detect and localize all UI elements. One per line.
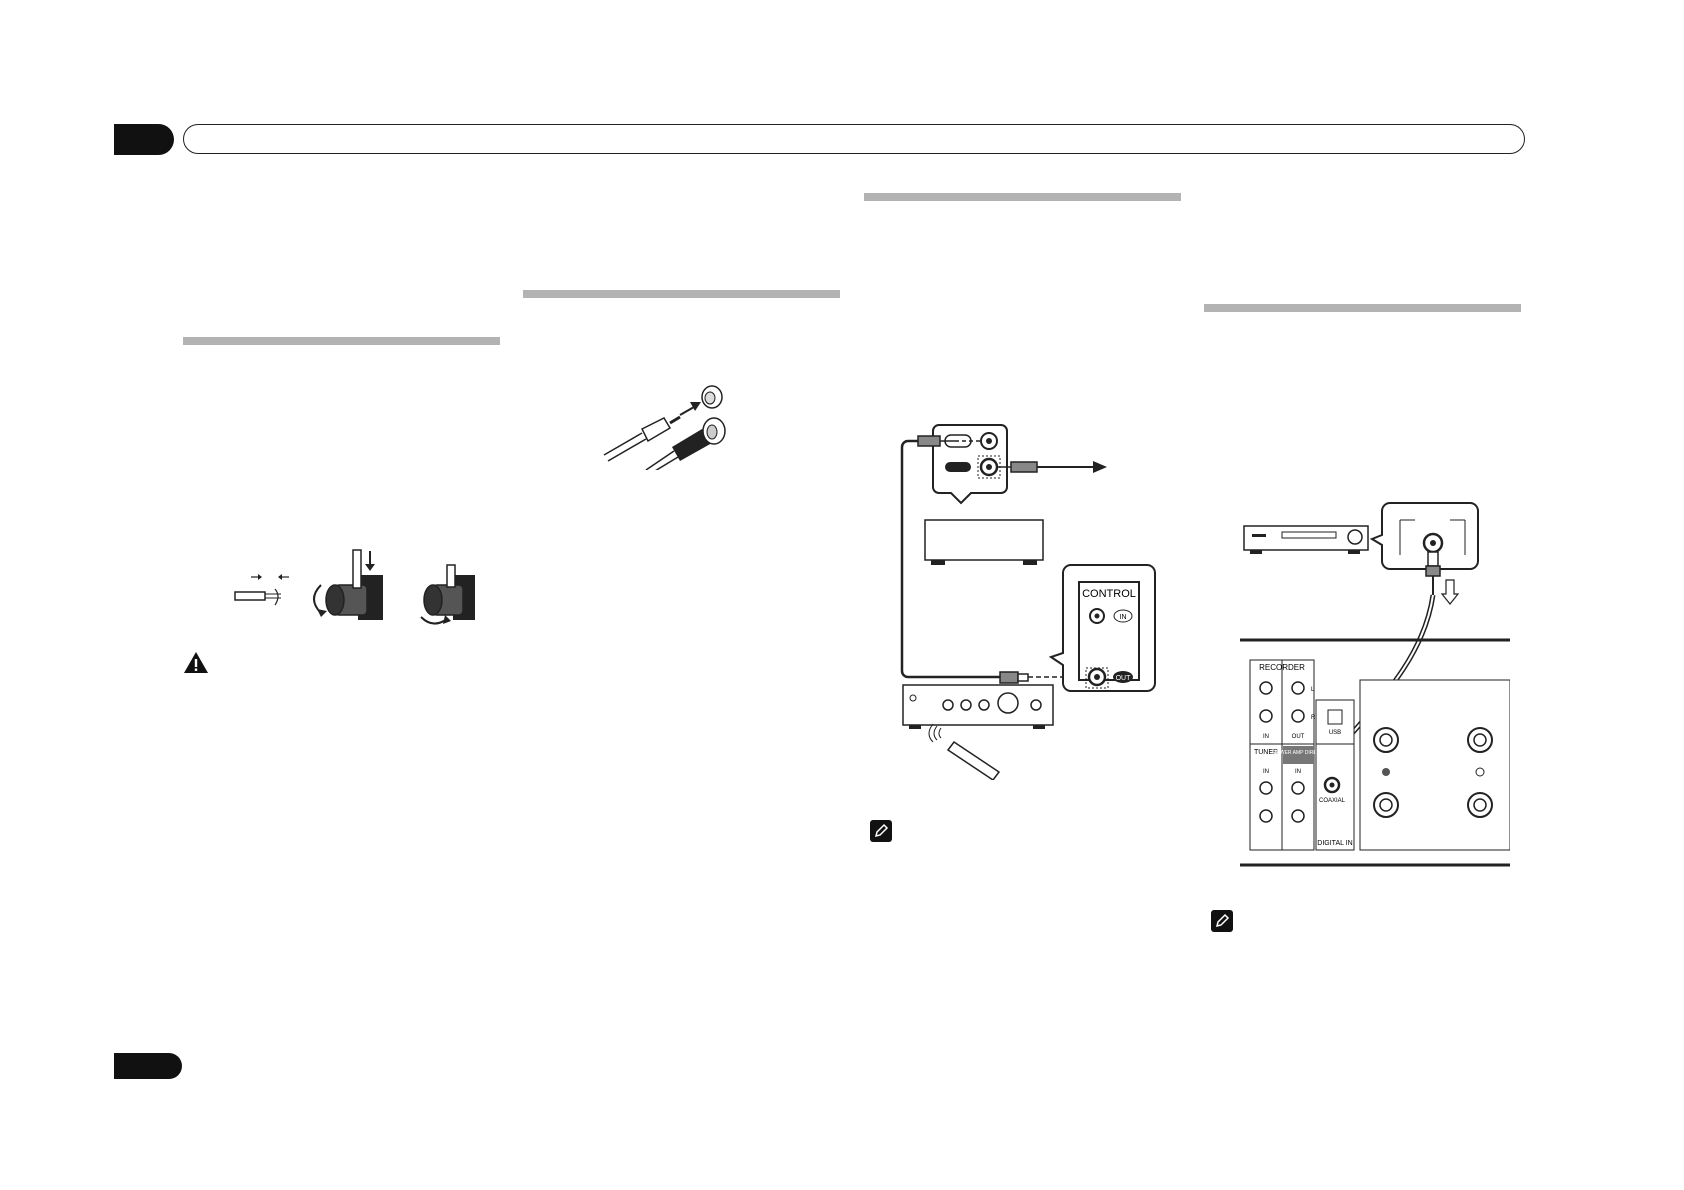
recorder-r-label: R [1311,715,1316,721]
tuner-label: TUNER [1254,749,1278,756]
speaker-terminal-figure [225,545,475,630]
tuner-in-label: IN [1263,769,1269,775]
section-rule-rca-plug [523,290,840,298]
page-number-tab [114,1053,182,1079]
usb-label: USB [1329,730,1341,736]
control-label: CONTROL [1082,588,1136,600]
digital-in-figure: RECORDER L R IN OUT TUNER POWER AMP DIRE… [1240,500,1510,878]
other-component-drawing [924,519,1044,561]
recorder-in-label: IN [1263,734,1269,740]
digital-player-drawing [1243,525,1369,554]
control-in-label: IN [1120,614,1127,621]
digital-in-label: DIGITAL IN [1317,840,1352,847]
power-amp-direct-label: POWER AMP DIRECT [1273,750,1324,756]
recorder-out-label: OUT [1292,734,1305,740]
recorder-label: RECORDER [1259,663,1305,672]
binding-post-tighten-drawing [420,564,475,625]
pencil-note-icon [870,820,892,842]
header-bar [183,124,1525,154]
rca-plug-figure [602,385,737,470]
control-connection-figure: CONTROL IN OUT [893,420,1163,780]
stripped-wire-drawing [234,574,289,606]
section-rule-speaker-wire [183,337,500,345]
recorder-l-label: L [1311,687,1315,693]
black-rca-plug-drawing [645,417,726,470]
section-rule-control [864,193,1181,201]
warning-triangle-icon [183,651,209,675]
binding-post-loosen-drawing [313,549,383,620]
chapter-tab [114,124,174,155]
amplifier-drawing [902,684,1054,729]
remote-control-drawing [928,723,1001,780]
pencil-note-icon [1211,910,1233,932]
white-rca-plug-drawing [603,385,723,462]
section-rule-digital-in [1204,304,1521,312]
digital-out-callout [1369,502,1479,570]
coaxial-label: COAXIAL [1319,798,1346,804]
control-out-label: OUT [1116,675,1132,682]
power-amp-in-label: IN [1295,769,1301,775]
